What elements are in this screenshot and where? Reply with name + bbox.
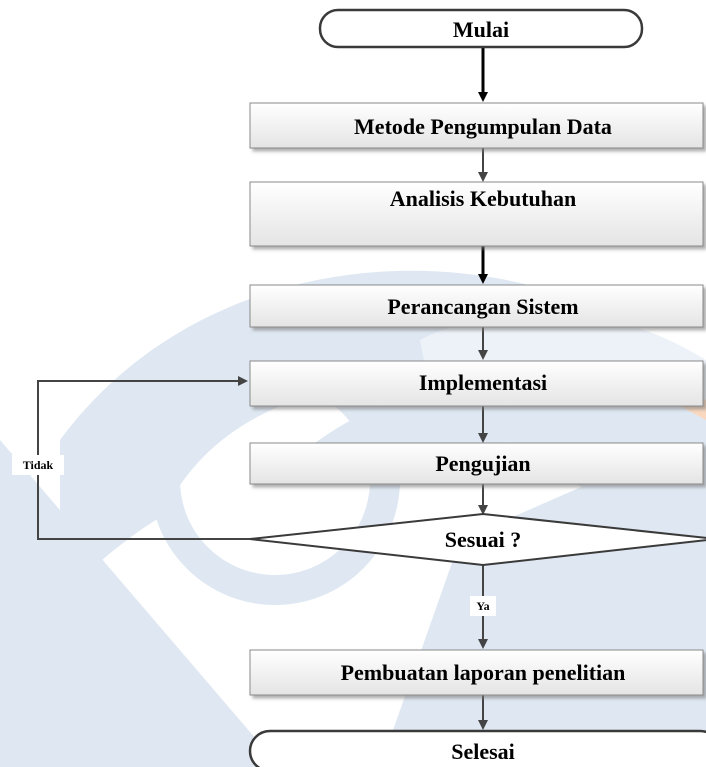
start-label: Mulai bbox=[453, 17, 509, 42]
no-label-background bbox=[12, 455, 64, 475]
step-label-2: Analisis Kebutuhan bbox=[390, 186, 576, 211]
yes-branch-label: Ya bbox=[476, 599, 489, 613]
process-step-pembuatan-laporan bbox=[249, 649, 704, 696]
process-step-perancangan-sistem bbox=[249, 284, 704, 328]
step-label-1: Metode Pengumpulan Data bbox=[354, 114, 612, 139]
yes-label-background bbox=[470, 596, 496, 616]
start-terminator: Mulai bbox=[318, 8, 644, 49]
no-branch-label: Tidak bbox=[23, 458, 54, 472]
end-terminator: Selesai bbox=[248, 729, 706, 767]
step-label-4: Implementasi bbox=[419, 370, 547, 395]
process-step-metode-pengumpulan-data bbox=[249, 102, 704, 149]
decision-label: Sesuai ? bbox=[445, 527, 521, 552]
decision-diamond bbox=[249, 512, 706, 567]
step-label-3: Perancangan Sistem bbox=[387, 294, 578, 319]
report-step-label: Pembuatan laporan penelitian bbox=[341, 660, 626, 685]
process-step-analisis-kebutuhan bbox=[249, 181, 704, 247]
process-step-implementasi bbox=[249, 360, 704, 407]
step-label-5: Pengujian bbox=[435, 451, 530, 476]
process-step-pengujian bbox=[249, 442, 704, 485]
end-label: Selesai bbox=[451, 739, 515, 764]
